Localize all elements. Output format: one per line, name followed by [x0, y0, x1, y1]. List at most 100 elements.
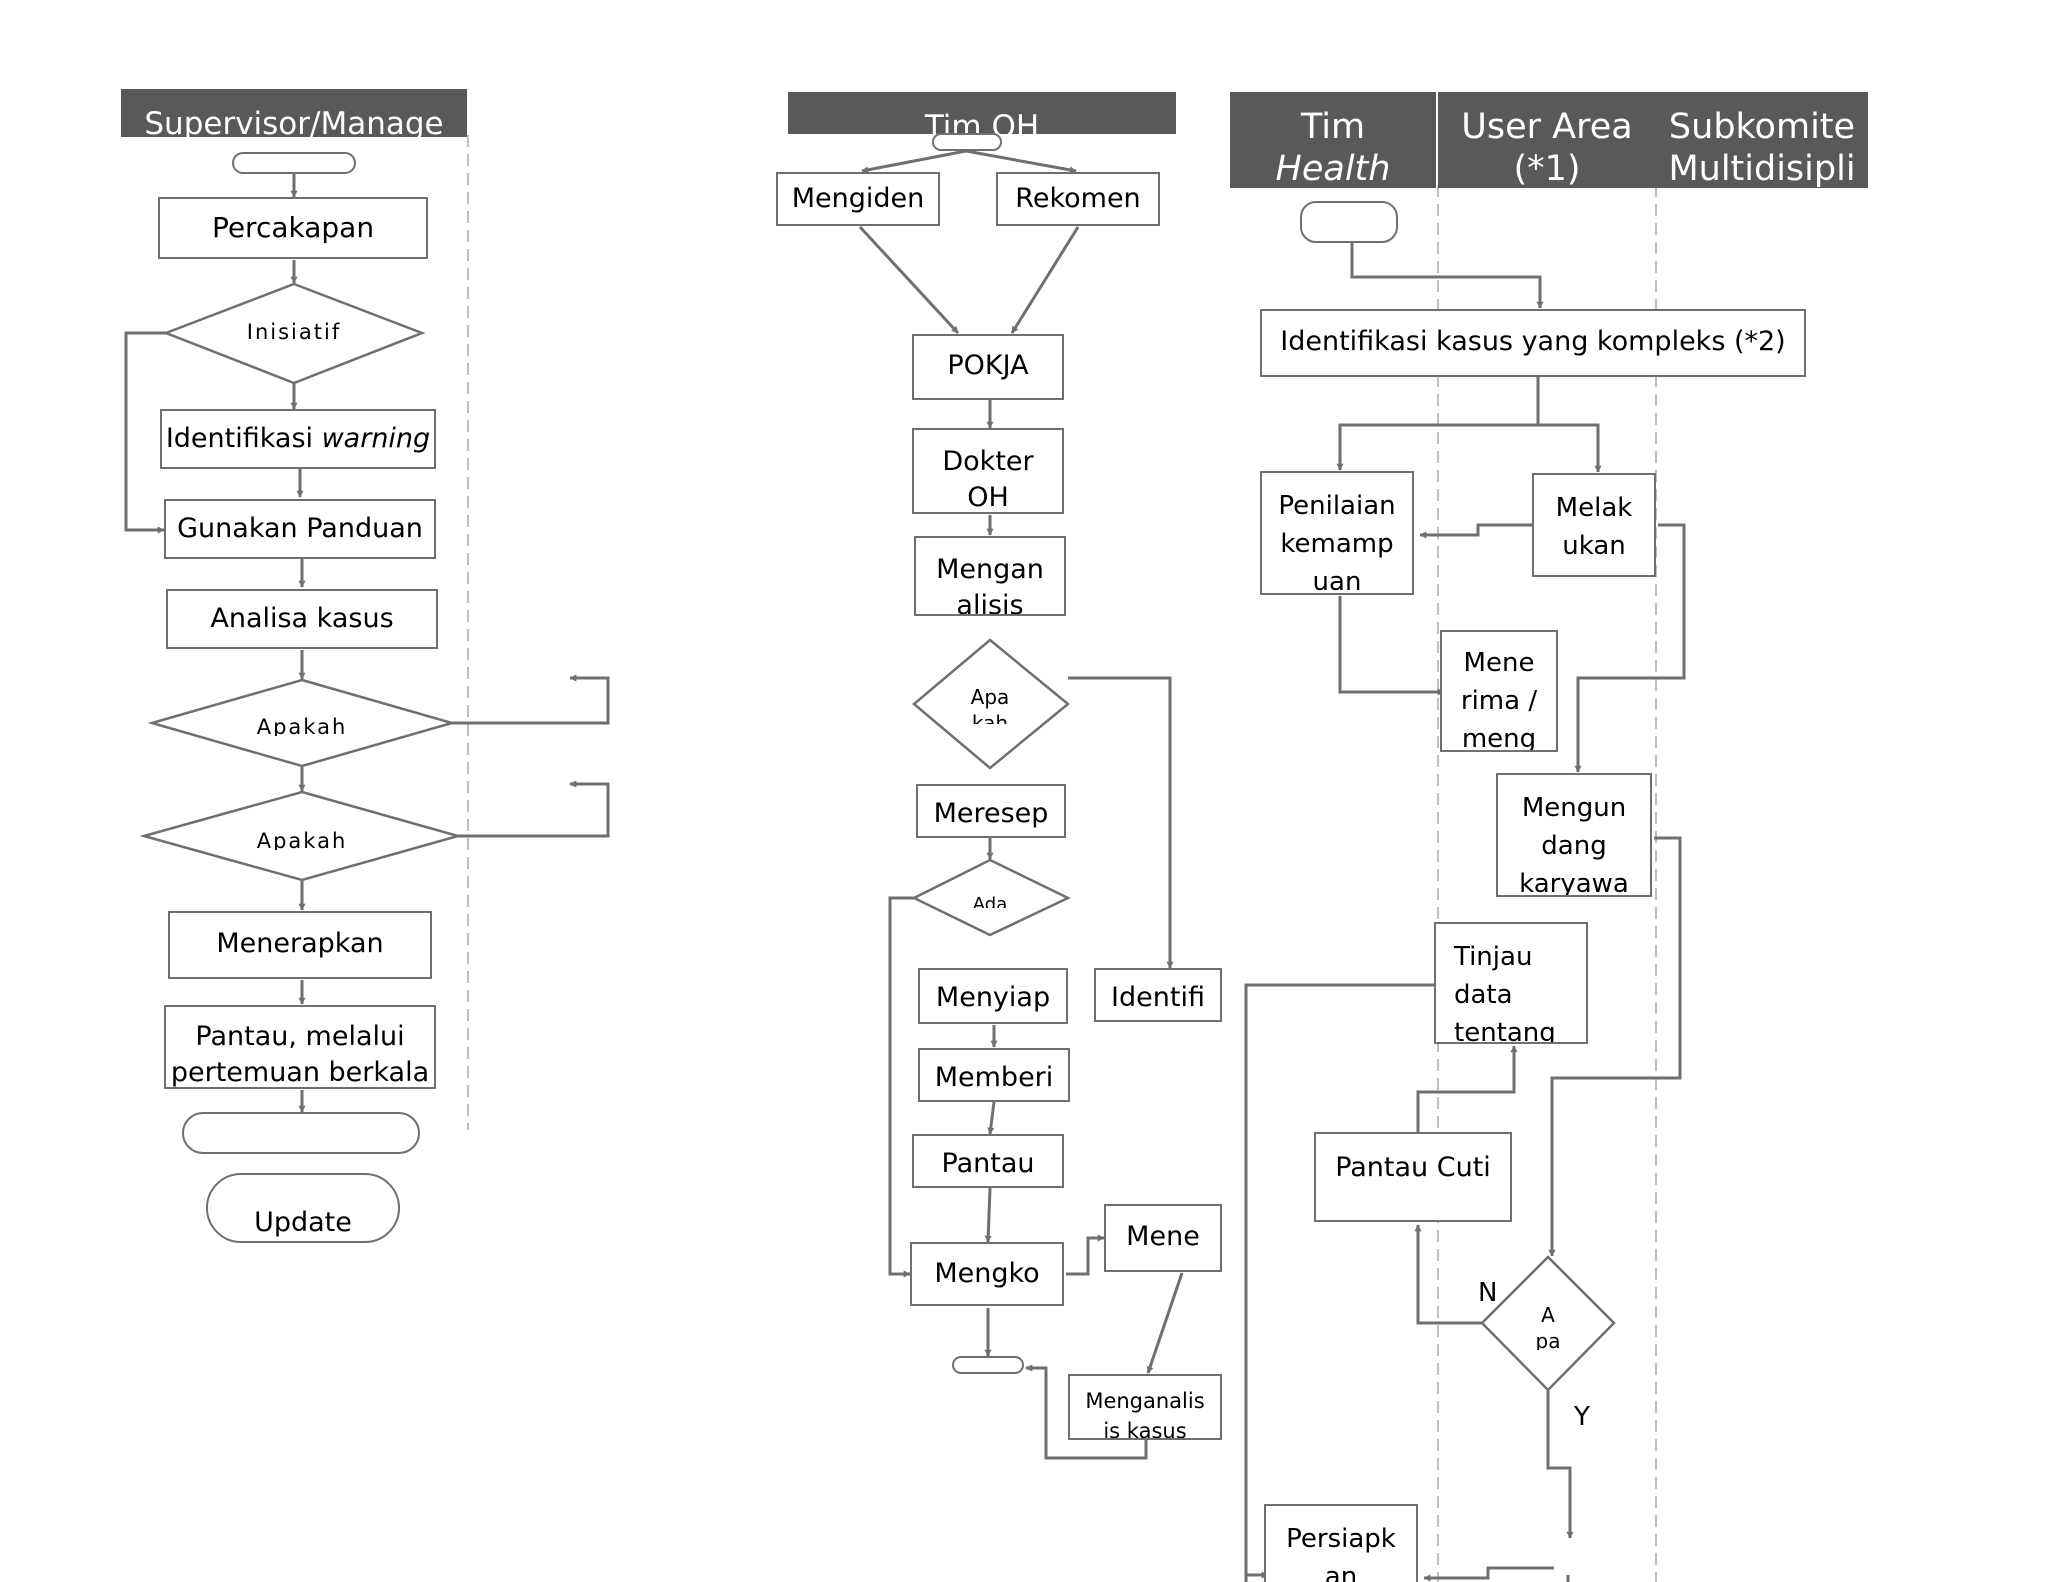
mengan-alisis-line2: alisis [956, 590, 1024, 616]
apakah-2-label: Apakah [256, 829, 348, 850]
mengiden-box: Mengiden [776, 172, 940, 226]
inisiatif-label: Inisiatif [246, 320, 342, 344]
lane-header-tim-health-line2: Health [1275, 149, 1391, 188]
pantau-berkala-box: Pantau, melalui pertemuan berkala [164, 1005, 436, 1089]
inisiatif-diamond [162, 282, 426, 385]
lane-header-subkomite: Subkomite Multidisipli [1656, 92, 1868, 188]
menganalis-kasus-line2: is kasus [1103, 1419, 1187, 1440]
dokter-oh-line1: Dokter [942, 446, 1034, 477]
oh-start-terminator [932, 133, 1002, 151]
menerima-line1: Mene [1463, 648, 1535, 678]
tinjau-data-line2: data [1454, 980, 1513, 1010]
update-label: Update [254, 1207, 352, 1238]
menyiap-box: Menyiap [918, 968, 1068, 1024]
memberi-box: Memberi [918, 1048, 1070, 1102]
identifikasi-kompleks-label: Identifikasi kasus yang kompleks (*2) [1280, 326, 1786, 357]
ada-label: Ada [972, 894, 1008, 908]
mengan-alisis-line1: Mengan [936, 554, 1044, 585]
ada-diamond [911, 858, 1071, 937]
lane-header-subkomite-line1: Subkomite [1668, 107, 1856, 147]
pantau-oh-box: Pantau [912, 1134, 1064, 1188]
start-terminator [232, 152, 356, 174]
penilaian-line3: uan [1312, 567, 1362, 595]
mengundang-line3: karyawa [1519, 869, 1629, 897]
mengiden-label: Mengiden [791, 183, 925, 214]
penilaian-line1: Penilaian [1278, 491, 1396, 521]
menerima-line3: meng [1461, 724, 1537, 752]
identifikasi-warning-box: Identifikasi warning [160, 409, 436, 469]
identifikasi-kompleks-box: Identifikasi kasus yang kompleks (*2) [1260, 309, 1806, 377]
tinjau-data-line1: Tinjau [1454, 942, 1533, 972]
mengan-alisis-box: Mengan alisis [914, 536, 1066, 616]
apakah-1-label: Apakah [256, 715, 348, 736]
percakapan-label: Percakapan [211, 211, 375, 244]
connectors [124, 149, 1686, 1582]
mene-oh-label: Mene [1126, 1221, 1200, 1252]
identifikasi-warning-emphasis: warning [321, 423, 431, 454]
oh-apakah-line1: Apa [970, 685, 1010, 709]
identifikasi-warning-label: Identifikasi warning [166, 411, 430, 467]
lane-header-tim-health: Tim Health [1230, 92, 1436, 188]
no-branch-label: N [1478, 1278, 1498, 1308]
memberi-label: Memberi [934, 1062, 1054, 1093]
lane-dividers [467, 135, 1657, 1582]
health-apakah-line2: pa [1535, 1329, 1561, 1350]
mengundang-box: Mengun dang karyawa [1496, 773, 1652, 897]
lane-header-supervisor-label: Supervisor/Manage [144, 106, 444, 137]
identifi-label: Identifi [1111, 982, 1205, 1013]
mengko-box: Mengko [910, 1242, 1064, 1306]
lane-header-tim-oh: Tim OH [788, 92, 1176, 134]
analisa-kasus-box: Analisa kasus [166, 589, 438, 649]
mengko-label: Mengko [934, 1258, 1040, 1289]
apakah-diamond-1 [147, 678, 457, 768]
pantau-berkala-line2: pertemuan berkala [170, 1057, 430, 1088]
melakukan-line1: Melak [1555, 493, 1633, 523]
mengundang-line2: dang [1541, 831, 1607, 861]
penilaian-box: Penilaian kemamp uan [1260, 471, 1414, 595]
rekomen-box: Rekomen [996, 172, 1160, 226]
health-apakah-line1: A [1541, 1303, 1555, 1327]
persiapkan-line2: an [1324, 1562, 1358, 1582]
pokja-box: POKJA [912, 334, 1064, 400]
dokter-oh-box: Dokter OH [912, 428, 1064, 514]
lane-header-user-area-line1: User Area [1461, 107, 1633, 147]
update-terminator: Update [206, 1173, 400, 1243]
end-terminator [182, 1112, 420, 1154]
rekomen-label: Rekomen [1015, 183, 1141, 214]
lane-header-supervisor: Supervisor/Manage [121, 89, 467, 137]
mene-oh-box: Mene [1104, 1204, 1222, 1272]
health-apakah-label: A pa [1518, 1302, 1578, 1350]
lane-header-subkomite-line2: Multidisipli [1668, 149, 1856, 188]
oh-end-terminator [952, 1356, 1024, 1374]
yes-branch-label: Y [1574, 1402, 1590, 1432]
analisa-kasus-label: Analisa kasus [210, 603, 394, 634]
pantau-oh-label: Pantau [941, 1148, 1035, 1179]
pokja-label: POKJA [947, 350, 1029, 381]
pantau-cuti-label: Pantau Cuti [1335, 1152, 1491, 1183]
menerima-box: Mene rima / meng [1440, 630, 1558, 752]
persiapkan-line1: Persiapk [1286, 1524, 1396, 1554]
lane-header-tim-health-line1: Tim [1300, 107, 1366, 147]
pantau-berkala-line1: Pantau, melalui [195, 1021, 405, 1052]
gunakan-panduan-box: Gunakan Panduan [164, 499, 436, 559]
menyiap-label: Menyiap [935, 982, 1051, 1013]
menerima-line2: rima / [1460, 686, 1538, 716]
pantau-cuti-box: Pantau Cuti [1314, 1132, 1512, 1222]
tinjau-data-box: Tinjau data tentang [1434, 922, 1588, 1044]
lane-header-user-area-line2: (*1) [1513, 149, 1581, 188]
penilaian-line2: kemamp [1280, 529, 1394, 559]
menganalis-kasus-box: Menganalis is kasus [1068, 1374, 1222, 1440]
apakah-diamond-2 [139, 790, 463, 882]
dokter-oh-line2: OH [967, 482, 1009, 513]
identifikasi-warning-prefix: Identifikasi [165, 423, 322, 454]
meresep-box: Meresep [916, 784, 1066, 838]
mengundang-line1: Mengun [1521, 793, 1627, 823]
menganalis-kasus-line1: Menganalis [1085, 1389, 1205, 1413]
oh-apakah-label: Apa kah [950, 684, 1030, 724]
melakukan-box: Melak ukan [1532, 473, 1656, 577]
identifi-box: Identifi [1094, 968, 1222, 1022]
health-start-terminator [1300, 201, 1398, 243]
decision-shapes [139, 282, 1616, 1392]
